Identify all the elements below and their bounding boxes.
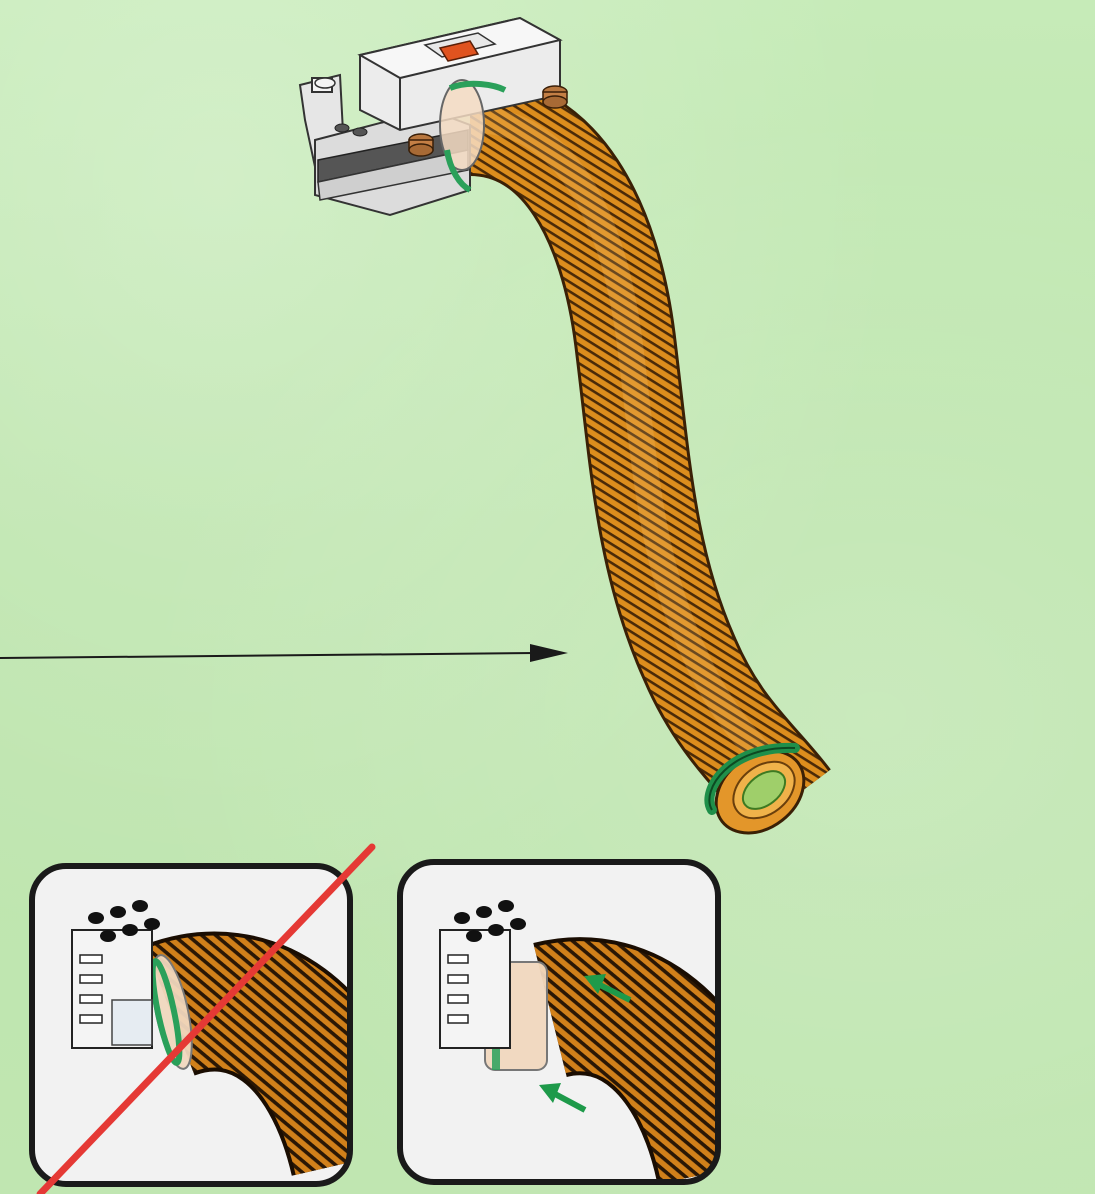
main-assembly (300, 18, 820, 850)
inset-incorrect (32, 847, 372, 1194)
inset-correct (400, 862, 725, 1182)
arrow-right-icon (0, 644, 568, 662)
hose-body (470, 125, 790, 800)
